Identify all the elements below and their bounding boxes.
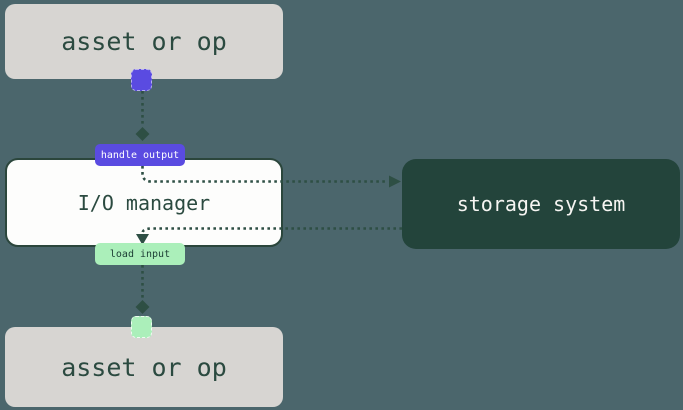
node-io-manager: I/O manager <box>5 158 283 247</box>
node-io-manager-label: I/O manager <box>77 190 211 215</box>
node-storage-system-label: storage system <box>456 192 626 216</box>
node-asset-or-op-top: asset or op <box>5 4 283 79</box>
edge-badge-handle-output: handle output <box>95 144 185 166</box>
triangle-arrowhead-into-storage-icon <box>389 175 401 188</box>
node-asset-or-op-bottom: asset or op <box>5 327 283 407</box>
diamond-arrowhead-top-icon <box>135 127 150 141</box>
output-port-square-icon <box>131 69 152 91</box>
input-port-square-icon <box>131 316 152 338</box>
node-asset-or-op-top-label: asset or op <box>61 27 227 56</box>
node-asset-or-op-bottom-label: asset or op <box>61 352 227 382</box>
edge-badge-load-input: load input <box>95 243 185 265</box>
diamond-arrowhead-bottom-icon <box>135 300 150 314</box>
edge-badge-handle-output-label: handle output <box>100 149 180 161</box>
node-storage-system: storage system <box>402 159 680 249</box>
edge-badge-load-input-label: load input <box>109 248 171 260</box>
